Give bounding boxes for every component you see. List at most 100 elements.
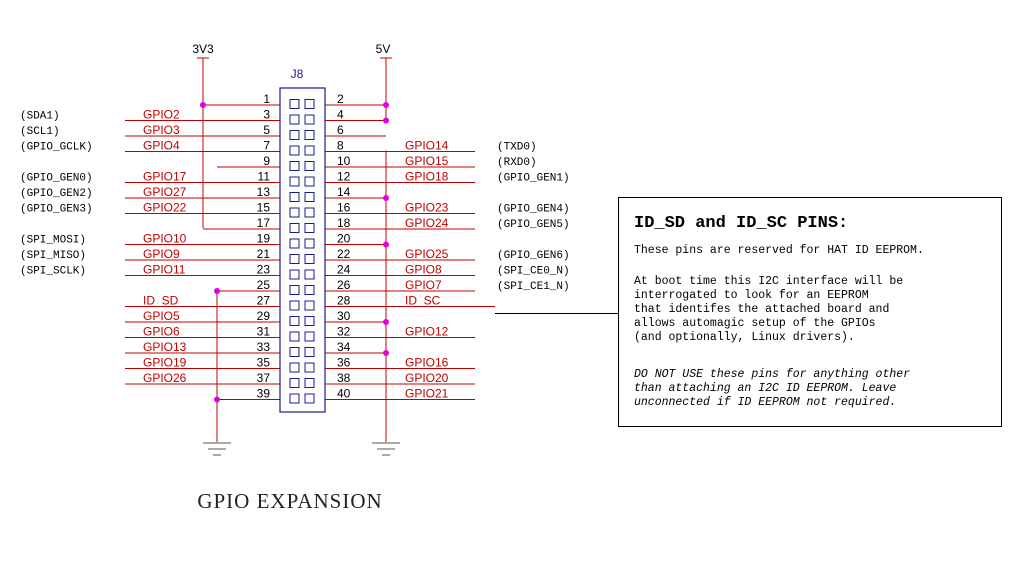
pin-pad-odd xyxy=(289,316,300,326)
pin-number-right: 24 xyxy=(337,263,351,277)
pin-pad-odd xyxy=(289,378,300,388)
net-label-left: GPIO13 xyxy=(143,340,187,354)
net-label-left: ID_SD xyxy=(143,294,179,308)
net-label-left: GPIO27 xyxy=(143,185,187,199)
j8-connector xyxy=(279,87,326,413)
net-label-right: GPIO23 xyxy=(405,201,449,215)
net-label-right: GPIO25 xyxy=(405,247,449,261)
pin-number-left: 39 xyxy=(257,387,271,401)
net-label-left: GPIO4 xyxy=(143,139,180,153)
pin-number-left: 31 xyxy=(257,325,271,339)
net-label-right: GPIO16 xyxy=(405,356,449,370)
pin-pad-odd xyxy=(289,285,300,295)
pin-number-right: 26 xyxy=(337,278,351,292)
diagram-title: GPIO EXPANSION xyxy=(197,489,382,513)
net-label-left: GPIO2 xyxy=(143,108,180,122)
net-label-right: GPIO20 xyxy=(405,371,449,385)
pin-number-left: 9 xyxy=(263,154,270,168)
pin-number-right: 38 xyxy=(337,371,351,385)
pin-pad-even xyxy=(304,161,315,171)
pin-number-right: 22 xyxy=(337,247,351,261)
pin-number-right: 14 xyxy=(337,185,351,199)
pin-pad-even xyxy=(304,285,315,295)
pin-number-left: 1 xyxy=(263,92,270,106)
net-label-right: GPIO7 xyxy=(405,278,442,292)
pin-pad-even xyxy=(304,254,315,264)
junction-dot xyxy=(383,195,389,201)
pin-pad-odd xyxy=(289,223,300,233)
func-label-left: (SPI_SCLK) xyxy=(20,266,86,278)
func-label-left: (SPI_MISO) xyxy=(20,250,86,262)
func-label-left: (GPIO_GEN3) xyxy=(20,204,93,216)
pin-number-left: 21 xyxy=(257,247,271,261)
net-label-left: GPIO22 xyxy=(143,201,187,215)
pin-number-left: 23 xyxy=(257,263,271,277)
net-label-right: GPIO18 xyxy=(405,170,449,184)
pin-number-left: 29 xyxy=(257,309,271,323)
junction-dot xyxy=(200,102,206,108)
pin-pad-even xyxy=(304,207,315,218)
func-label-right: (SPI_CE1_N) xyxy=(497,281,570,293)
pin-number-left: 35 xyxy=(257,356,271,370)
func-label-right: (GPIO_GEN6) xyxy=(497,250,570,262)
junction-dot xyxy=(383,117,389,124)
net-label-left: GPIO17 xyxy=(143,170,187,184)
net-label-right: GPIO8 xyxy=(405,263,442,277)
pin-pad-even xyxy=(304,331,315,342)
pin-pad-even xyxy=(304,130,315,140)
pin-pad-odd xyxy=(289,176,300,187)
j8-outline xyxy=(279,87,326,413)
junction-dot xyxy=(383,319,389,325)
pin-number-left: 37 xyxy=(257,371,271,385)
pin-pad-odd xyxy=(289,254,300,264)
func-label-right: (GPIO_GEN5) xyxy=(497,219,570,231)
net-label-left: GPIO6 xyxy=(143,325,180,339)
junction-dot xyxy=(383,102,389,108)
rail-label-3v3: 3V3 xyxy=(192,42,214,56)
id-pins-note: ID_SD and ID_SC PINS: These pins are res… xyxy=(618,197,1002,427)
pin-pad-odd xyxy=(289,145,300,156)
note-paragraph-warning: DO NOT USE these pins for anything other… xyxy=(634,368,911,409)
pin-number-right: 10 xyxy=(337,154,351,168)
pin-number-right: 32 xyxy=(337,325,351,339)
note-paragraph-reserved: These pins are reserved for HAT ID EEPRO… xyxy=(634,244,924,257)
pin-number-right: 18 xyxy=(337,216,351,230)
func-label-right: (TXD0) xyxy=(497,142,537,154)
junction-dots-layer xyxy=(200,102,389,403)
func-label-right: (RXD0) xyxy=(497,157,537,169)
pin-pad-even xyxy=(304,300,315,311)
pin-pad-even xyxy=(304,223,315,233)
pin-number-right: 4 xyxy=(337,108,344,122)
pin-labels-layer: 13GPIO2(SDA1)5GPIO3(SCL1)7GPIO4(GPIO_GCL… xyxy=(20,92,570,401)
func-label-right: (GPIO_GEN4) xyxy=(497,204,570,216)
pin-number-left: 7 xyxy=(263,139,270,153)
pin-number-right: 2 xyxy=(337,92,344,106)
pin-pad-even xyxy=(304,393,315,404)
rail-label-5v: 5V xyxy=(376,42,391,56)
net-label-left: GPIO11 xyxy=(143,263,186,277)
pin-pad-odd xyxy=(289,347,300,357)
net-label-right: GPIO12 xyxy=(405,325,449,339)
net-label-right: GPIO15 xyxy=(405,154,449,168)
pin-pad-odd xyxy=(289,238,300,249)
net-label-right: GPIO21 xyxy=(405,387,449,401)
pin-pad-odd xyxy=(289,331,300,342)
note-heading: ID_SD and ID_SC PINS: xyxy=(634,214,849,233)
func-label-left: (SDA1) xyxy=(20,111,60,123)
pin-number-left: 11 xyxy=(258,170,271,184)
pin-pad-odd xyxy=(289,207,300,218)
pin-pad-even xyxy=(304,238,315,249)
junction-dot xyxy=(383,350,389,356)
pin-pad-odd xyxy=(289,114,300,125)
pin-number-left: 27 xyxy=(257,294,271,308)
junction-dot xyxy=(214,396,220,403)
pin-pad-odd xyxy=(289,99,300,109)
pin-pad-odd xyxy=(289,192,300,202)
pin-number-right: 6 xyxy=(337,123,344,137)
pin-number-right: 28 xyxy=(337,294,351,308)
pin-number-right: 16 xyxy=(337,201,351,215)
net-label-right: ID_SC xyxy=(405,294,441,308)
wires-layer xyxy=(125,57,618,442)
connector-label: J8 xyxy=(291,67,304,81)
junction-dot xyxy=(383,241,389,248)
